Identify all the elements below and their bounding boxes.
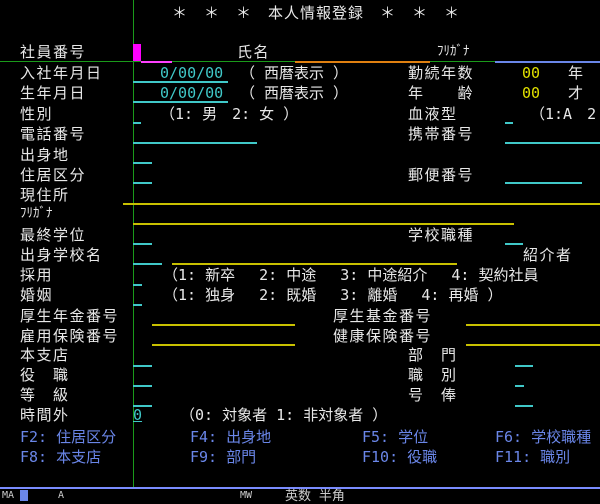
fund-no-label: 厚生基金番号	[333, 307, 433, 325]
phone-field[interactable]	[133, 142, 257, 144]
employee-no-field[interactable]	[141, 61, 172, 63]
address-kana-label: ﾌﾘｶﾞﾅ	[20, 206, 53, 221]
status-mw: MW	[240, 490, 253, 501]
marriage-label: 婚姻	[20, 286, 54, 304]
birth-date-field[interactable]: 0/00/00	[160, 84, 224, 102]
tenure-value: 00	[522, 64, 541, 82]
age-unit: 才	[568, 84, 584, 102]
employment-ins-field[interactable]	[152, 344, 295, 346]
age-value: 00	[522, 84, 541, 102]
overtime-field[interactable]: 0	[133, 406, 143, 424]
job-class-label: 職 別	[408, 366, 458, 384]
hire-date-label: 入社年月日	[20, 64, 103, 82]
fkey-f6[interactable]: F6: 学校職種	[495, 428, 592, 446]
referrer-label: 紹介者	[523, 246, 573, 264]
page-title: ＊ ＊ ＊ 本人情報登録 ＊ ＊ ＊	[172, 4, 461, 22]
mobile-label: 携帯番号	[408, 125, 475, 143]
phone-label: 電話番号	[20, 125, 87, 143]
school-name-label: 出身学校名	[20, 246, 103, 264]
fkey-f2[interactable]: F2: 住居区分	[20, 428, 117, 446]
employment-ins-label: 雇用保険番号	[20, 327, 120, 345]
status-cursor-indicator	[20, 490, 28, 501]
hiring-options: （1: 新卒 2: 中途 3: 中途紹介 4: 契約社員	[163, 266, 539, 284]
department-label: 部 門	[408, 346, 458, 364]
school-type-field[interactable]	[505, 243, 523, 245]
hire-date-underline	[133, 81, 228, 83]
school-name-field[interactable]	[172, 263, 457, 265]
overtime-label: 時間外	[20, 406, 70, 424]
pension-no-label: 厚生年金番号	[20, 307, 120, 325]
job-class-field[interactable]	[515, 385, 524, 387]
name-label: 氏名	[237, 43, 271, 61]
address-kana-field[interactable]	[133, 223, 514, 225]
health-ins-label: 健康保険番号	[333, 327, 433, 345]
hire-date-field[interactable]: 0/00/00	[160, 64, 224, 82]
blood-label: 血液型	[408, 105, 458, 123]
address-field[interactable]	[123, 203, 600, 205]
birth-date-label: 生年月日	[20, 84, 87, 102]
birth-date-underline	[133, 101, 228, 103]
furigana-label: ﾌﾘｶﾞﾅ	[437, 44, 470, 59]
position-label: 役 職	[20, 366, 70, 384]
employee-no-label: 社員番号	[20, 43, 87, 61]
mobile-field[interactable]	[505, 142, 600, 144]
birthplace-field[interactable]	[133, 162, 152, 164]
school-type-label: 学校職種	[408, 226, 475, 244]
pension-no-field[interactable]	[152, 324, 295, 326]
salary-step-label: 号 俸	[408, 386, 458, 404]
status-a: A	[58, 490, 65, 501]
education-field[interactable]	[133, 243, 152, 245]
status-input-mode: 英数 半角	[285, 489, 345, 504]
cursor	[133, 44, 141, 61]
fkey-f4[interactable]: F4: 出身地	[190, 428, 272, 446]
grade-field[interactable]	[133, 405, 152, 407]
gender-options: （1: 男 2: 女 ）	[160, 105, 299, 123]
blood-options: （1:A 2	[530, 105, 597, 123]
postal-field[interactable]	[505, 182, 582, 184]
birth-date-note: （ 西暦表示 ）	[240, 84, 349, 102]
marriage-field[interactable]	[133, 304, 142, 306]
grade-label: 等 級	[20, 386, 70, 404]
residence-type-label: 住居区分	[20, 166, 87, 184]
name-field[interactable]	[295, 61, 430, 63]
fund-no-field[interactable]	[466, 324, 600, 326]
fkey-f8[interactable]: F8: 本支店	[20, 448, 102, 466]
hiring-field[interactable]	[133, 284, 142, 286]
hiring-label: 採用	[20, 266, 54, 284]
gender-field[interactable]	[133, 122, 141, 124]
address-label: 現住所	[20, 186, 70, 204]
tenure-label: 勤続年数	[408, 64, 475, 82]
postal-label: 郵便番号	[408, 166, 475, 184]
branch-label: 本支店	[20, 346, 70, 364]
status-mode: MA	[2, 490, 15, 501]
birthplace-label: 出身地	[20, 146, 70, 164]
furigana-field[interactable]	[495, 61, 600, 63]
tenure-unit: 年	[568, 64, 584, 82]
health-ins-field[interactable]	[466, 344, 600, 346]
position-field[interactable]	[133, 385, 152, 387]
hire-date-note: （ 西暦表示 ）	[240, 64, 349, 82]
age-label: 年 齢	[408, 84, 475, 102]
school-code-field[interactable]	[133, 263, 162, 265]
branch-field[interactable]	[133, 365, 152, 367]
fkey-f9[interactable]: F9: 部門	[190, 448, 257, 466]
fkey-f5[interactable]: F5: 学位	[362, 428, 429, 446]
blood-field[interactable]	[505, 122, 513, 124]
fkey-f10[interactable]: F10: 役職	[362, 448, 438, 466]
salary-step-field[interactable]	[515, 405, 533, 407]
residence-type-field[interactable]	[133, 182, 152, 184]
fkey-f11[interactable]: F11: 職別	[495, 448, 571, 466]
overtime-options: （0: 対象者 1: 非対象者 ）	[180, 406, 388, 424]
marriage-options: （1: 独身 2: 既婚 3: 離婚 4: 再婚 ）	[163, 286, 503, 304]
gender-label: 性別	[20, 105, 54, 123]
education-label: 最終学位	[20, 226, 87, 244]
department-field[interactable]	[515, 365, 533, 367]
